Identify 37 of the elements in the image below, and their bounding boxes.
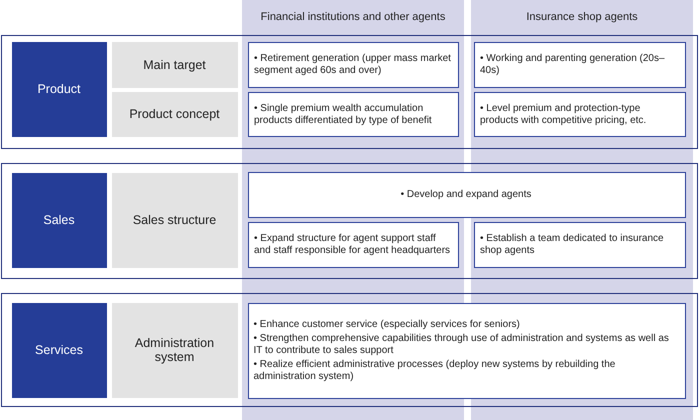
category-label: Services [35,343,83,357]
topic-label: Administration system [134,336,216,364]
category-box [12,302,106,398]
topic-box [112,92,238,136]
column-header: Insurance shop agents [526,11,638,23]
content-box [248,172,686,218]
bullet-text: • Single premium wealth accumulation products differentiated by type of benefit [254,102,433,126]
bullet-text: • Retirement generation (upper mass market segment aged 60s and over) [254,53,452,77]
category-box [12,42,106,136]
bullet-text: • Establish a team dedicated to insurance shop agents [480,233,665,257]
topic-label: Main target [143,58,206,72]
bullet-text: • Expand structure for agent support staff and staff responsible for agent headquarters [254,233,452,257]
bullet-text: • Develop and expand agents [400,188,532,200]
section-panel [1,163,698,279]
topic-box [112,42,238,88]
topic-label: Sales structure [132,213,216,227]
category-label: Product [37,82,81,96]
content-box [248,42,459,88]
content-box [248,302,686,398]
bullet-text: • Strengthen comprehensive capabilities through use of administration and systems as well as IT to contribute to sales support [254,332,670,356]
topic-label: Product concept [129,107,220,121]
bullet-text: • Realize efficient administrative processes (deploy new systems by rebuilding the administration system) [254,358,616,382]
topic-box [112,172,238,268]
bullet-text: • Level premium and protection-type products with competitive pricing, etc. [480,102,648,126]
content-box [474,92,686,137]
category-label: Sales [43,213,75,227]
bullet-text: • Working and parenting generation (20s–40s) [480,53,666,77]
content-box [474,222,686,268]
bullet-text: • Enhance customer service (especially services for seniors) [254,318,521,330]
content-box [248,222,459,268]
section-panel [1,293,698,407]
category-box [12,172,106,268]
topic-box [112,302,238,398]
content-box [474,42,686,88]
section-panel [1,35,698,149]
content-box [248,92,459,137]
column-header: Financial institutions and other agents [260,11,446,23]
